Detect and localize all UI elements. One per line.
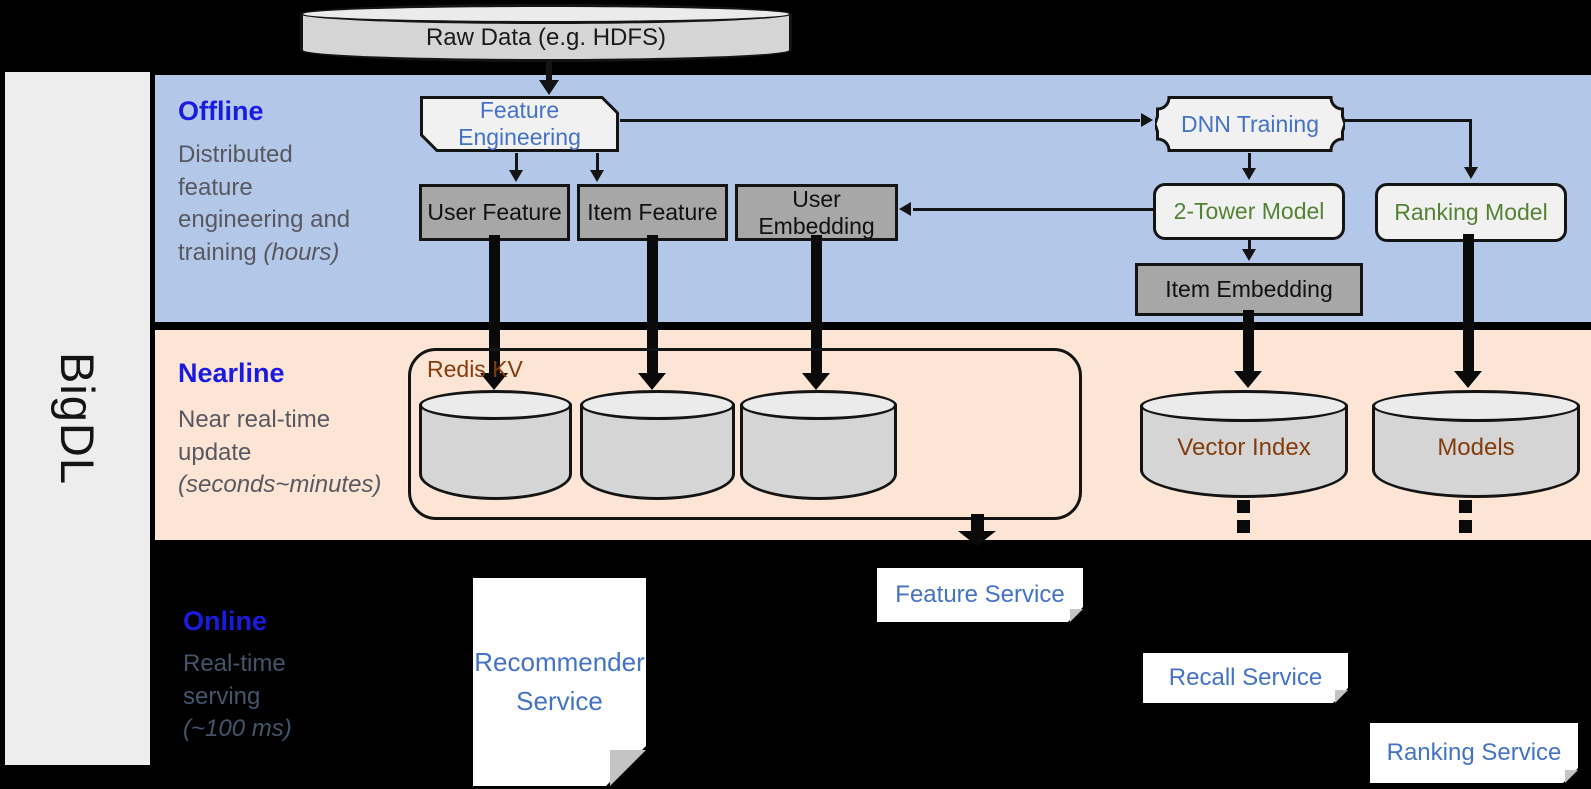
arrow-dnn-to-rankingmodel-v: [1469, 119, 1472, 167]
item-embedding-node: Item Embedding: [1135, 263, 1363, 316]
nearline-subtitle-text: Near real-time update: [178, 406, 331, 466]
arrow-dnn-to-rankingmodel-h: [1345, 119, 1472, 122]
thick-arrow-itemembedding-to-vectorindex: [1243, 310, 1254, 372]
redis-db-cylinder-3: [740, 390, 897, 500]
raw-data-store-cap: [300, 4, 792, 24]
dashed-connector-vectorindex-1: [1237, 500, 1250, 513]
thick-arrow-itemfeature-to-redis-head: [638, 373, 666, 390]
raw-data-label: Raw Data (e.g. HDFS): [425, 24, 667, 51]
arrow-fe-to-dnn: [620, 119, 1140, 122]
redis-db-cylinder-2-cap: [580, 390, 735, 420]
ranking-service-label: Ranking Service: [1386, 739, 1562, 766]
arrow-twotower-to-userembedding: [913, 208, 1153, 211]
feature-engineering-node: Feature Engineering: [419, 95, 620, 153]
models-label: Models: [1437, 434, 1515, 461]
arrow-fe-to-userfeature: [515, 153, 518, 171]
raw-data-store: Raw Data (e.g. HDFS): [300, 4, 792, 62]
redis-db-cylinder-3-body: [740, 404, 897, 500]
thick-arrow-rankingmodel-to-models-head: [1454, 371, 1482, 388]
thick-arrow-userembedding-to-redis-head: [802, 373, 830, 390]
offline-subtitle: Distributed feature engineering and trai…: [178, 139, 373, 270]
feature-service-label: Feature Service: [895, 581, 1065, 608]
redis-db-cylinder-1-cap: [419, 390, 572, 420]
arrow-fe-to-itemfeature: [596, 153, 599, 171]
two-tower-model-node: 2-Tower Model: [1153, 183, 1345, 240]
vector-index-store-cap: [1140, 390, 1348, 422]
dnn-training-label: DNN Training: [1180, 110, 1320, 137]
online-title: Online: [183, 606, 268, 636]
thick-arrow-itemembedding-to-vectorindex-head: [1234, 371, 1262, 388]
offline-title: Offline: [178, 96, 264, 126]
arrow-twotower-to-itemembedding: [1248, 238, 1251, 250]
online-subtitle-note: (~100 ms): [183, 715, 292, 743]
arrow-twotower-to-userembedding-head: [899, 202, 911, 216]
thick-arrow-redis-to-featureservice: [971, 514, 984, 532]
feature-service-node: Feature Service: [877, 568, 1083, 622]
redis-db-cylinder-1-body: [419, 404, 572, 500]
thick-arrow-rankingmodel-to-models: [1463, 234, 1474, 372]
user-feature-node: User Feature: [419, 184, 570, 241]
recommender-service-fold: [610, 750, 646, 786]
offline-subtitle-note: (hours): [263, 238, 340, 266]
raw-data-store-body: [300, 14, 792, 62]
dnn-training-shape: [1155, 96, 1345, 152]
arrow-rawdata-to-fe: [546, 62, 552, 82]
nearline-subtitle-note: (seconds~minutes): [178, 471, 382, 499]
online-subtitle: Real-time serving (~100 ms): [183, 648, 318, 746]
bigdl-sidebar: BigDL: [5, 72, 150, 765]
recall-service-node: Recall Service: [1143, 653, 1348, 703]
arrow-fe-to-userfeature-head: [509, 170, 523, 182]
dnn-training-node: DNN Training: [1155, 95, 1345, 153]
arrow-dnn-to-twotower-head: [1242, 168, 1256, 180]
redis-db-cylinder-2-body: [580, 404, 735, 500]
arrow-dnn-to-twotower: [1248, 153, 1251, 169]
feature-service-fold: [1070, 609, 1083, 622]
item-feature-node: Item Feature: [577, 184, 728, 241]
models-store: Models: [1372, 390, 1580, 498]
feature-engineering-shape: [420, 96, 619, 152]
user-embedding-node: User Embedding: [735, 184, 898, 241]
redis-kv-label: Redis KV: [427, 356, 523, 382]
bigdl-brand-label: BigDL: [50, 351, 104, 486]
thick-arrow-redis-to-featureservice-head: [958, 531, 996, 546]
recall-service-fold: [1335, 690, 1348, 703]
nearline-title: Nearline: [178, 358, 285, 388]
online-subtitle-text: Real-time serving: [183, 650, 286, 710]
models-store-cap: [1372, 390, 1580, 422]
dashed-connector-models-1: [1459, 500, 1472, 513]
thick-arrow-itemfeature-to-redis: [647, 235, 658, 374]
thick-arrow-userembedding-to-redis: [811, 235, 822, 374]
ranking-model-node: Ranking Model: [1375, 183, 1567, 242]
redis-db-cylinder-2: [580, 390, 735, 500]
arrow-dnn-to-rankingmodel-head: [1464, 167, 1478, 179]
nearline-subtitle: Near real-time update (seconds~minutes): [178, 404, 393, 502]
arrow-fe-to-itemfeature-head: [590, 170, 604, 182]
dashed-connector-vectorindex-2: [1237, 520, 1250, 533]
arrow-fe-to-dnn-head: [1141, 113, 1153, 127]
recommender-service-node: Recommender Service: [473, 578, 646, 786]
thick-arrow-userfeature-to-redis: [489, 235, 500, 374]
arrow-twotower-to-itemembedding-head: [1242, 249, 1256, 261]
arrow-rawdata-to-fe-head: [539, 80, 559, 95]
ranking-service-fold: [1565, 770, 1578, 783]
recall-service-label: Recall Service: [1168, 664, 1323, 691]
ranking-service-node: Ranking Service: [1370, 723, 1578, 783]
vector-index-store: Vector Index: [1140, 390, 1348, 498]
dashed-connector-models-2: [1459, 520, 1472, 533]
vector-index-label: Vector Index: [1177, 434, 1311, 461]
redis-db-cylinder-1: [419, 390, 572, 500]
offline-subtitle-text: Distributed feature engineering and trai…: [178, 141, 351, 266]
recommender-service-label: Recommender Service: [474, 647, 645, 716]
redis-db-cylinder-3-cap: [740, 390, 897, 420]
thick-arrow-userfeature-to-redis-head: [480, 373, 508, 390]
feature-engineering-label: Feature Engineering: [458, 97, 581, 150]
redis-kv-container: Redis KV: [408, 348, 1082, 520]
